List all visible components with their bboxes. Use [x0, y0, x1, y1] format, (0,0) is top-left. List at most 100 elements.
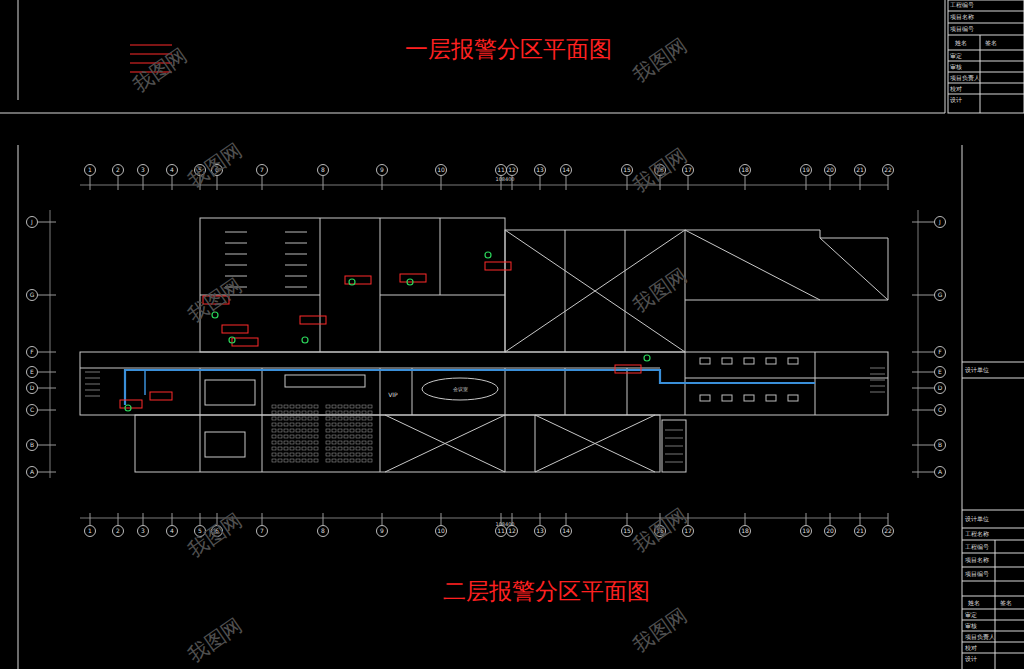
- desk: [766, 358, 776, 364]
- seat: [284, 459, 288, 462]
- axis-bubble: [113, 526, 124, 537]
- desk: [285, 232, 307, 233]
- watermark: 我图网: [185, 140, 246, 191]
- drawing-title: 一层报警分区平面图: [405, 38, 612, 61]
- axis-bubble: [138, 165, 149, 176]
- plan-text: 签名: [1000, 600, 1012, 606]
- desk: [766, 395, 776, 401]
- seat: [356, 411, 360, 414]
- axis-tick: [745, 513, 746, 525]
- seat: [302, 405, 306, 408]
- axis-label: 20: [826, 167, 834, 173]
- seat: [326, 453, 330, 456]
- axis-bubble: [801, 165, 812, 176]
- axis-label: 11: [497, 528, 505, 534]
- plan-text: 项目编号: [950, 26, 974, 32]
- seat: [284, 447, 288, 450]
- plan-text: 校对: [965, 645, 977, 651]
- axis-tick: [566, 513, 567, 525]
- seat: [302, 459, 306, 462]
- seat: [332, 411, 336, 414]
- plan-text: 工程编号: [965, 544, 989, 550]
- seat: [308, 405, 312, 408]
- seat: [356, 423, 360, 426]
- plan-text: 项目负责人: [950, 75, 980, 81]
- axis-label: A: [938, 469, 942, 475]
- seat: [362, 435, 366, 438]
- seat: [308, 453, 312, 456]
- axis-label: 13: [536, 167, 544, 173]
- plan-text: 项目编号: [965, 571, 989, 577]
- seat: [278, 447, 282, 450]
- axis-tick: [38, 472, 56, 473]
- axis-label: 17: [684, 528, 692, 534]
- axis-label: 13: [536, 528, 544, 534]
- seat: [272, 435, 276, 438]
- drawing-title: 二层报警分区平面图: [443, 580, 650, 603]
- axis-label: 18: [741, 528, 749, 534]
- axis-label: B: [30, 442, 34, 448]
- watermark: 我图网: [630, 35, 691, 86]
- axis-tick: [382, 513, 383, 525]
- seat: [278, 411, 282, 414]
- plan-text: 工程编号: [950, 2, 974, 8]
- axis-bubble: [855, 526, 866, 537]
- axis-bubble: [27, 367, 38, 378]
- plan-text: 设计单位: [965, 516, 989, 522]
- plan-text: 项目名称: [950, 14, 974, 20]
- seat: [356, 447, 360, 450]
- seat: [338, 405, 342, 408]
- seat: [326, 417, 330, 420]
- axis-bubble: [801, 526, 812, 537]
- axis-tick: [912, 410, 934, 411]
- seat: [350, 429, 354, 432]
- axis-bubble: [740, 165, 751, 176]
- axis-label: 7: [260, 528, 264, 534]
- seat: [368, 447, 372, 450]
- desk: [225, 265, 247, 266]
- seat: [368, 453, 372, 456]
- seat: [284, 423, 288, 426]
- plan-text: VIP: [388, 392, 398, 398]
- seat: [278, 435, 282, 438]
- axis-tick: [627, 513, 628, 525]
- seat: [272, 405, 276, 408]
- seat: [314, 447, 318, 450]
- seat: [350, 459, 354, 462]
- desk: [225, 254, 247, 255]
- axis-label: 15: [623, 528, 631, 534]
- seat: [356, 459, 360, 462]
- seat: [272, 411, 276, 414]
- seat: [356, 429, 360, 432]
- axis-label: 19: [802, 528, 810, 534]
- seat: [302, 447, 306, 450]
- axis-label: 3: [141, 528, 145, 534]
- seat: [350, 453, 354, 456]
- axis-tick: [38, 372, 56, 373]
- seat: [344, 429, 348, 432]
- plan-text: 108400: [495, 522, 514, 527]
- seat: [296, 405, 300, 408]
- seat: [332, 441, 336, 444]
- seat: [290, 447, 294, 450]
- axis-bubble: [535, 165, 546, 176]
- axis-bubble: [561, 526, 572, 537]
- seat: [350, 423, 354, 426]
- axis-tick: [38, 388, 56, 389]
- seat: [302, 441, 306, 444]
- seat: [296, 459, 300, 462]
- seat: [296, 441, 300, 444]
- plan-text: 签名: [985, 40, 997, 46]
- axis-tick: [912, 472, 934, 473]
- plan-text: 审定: [965, 612, 977, 618]
- seat: [326, 429, 330, 432]
- desk: [285, 243, 307, 244]
- axis-bubble: [935, 405, 946, 416]
- seat: [302, 435, 306, 438]
- axis-tick: [441, 513, 442, 525]
- plan-text: 校对: [950, 86, 962, 92]
- seat: [356, 441, 360, 444]
- axis-label: C: [30, 407, 34, 413]
